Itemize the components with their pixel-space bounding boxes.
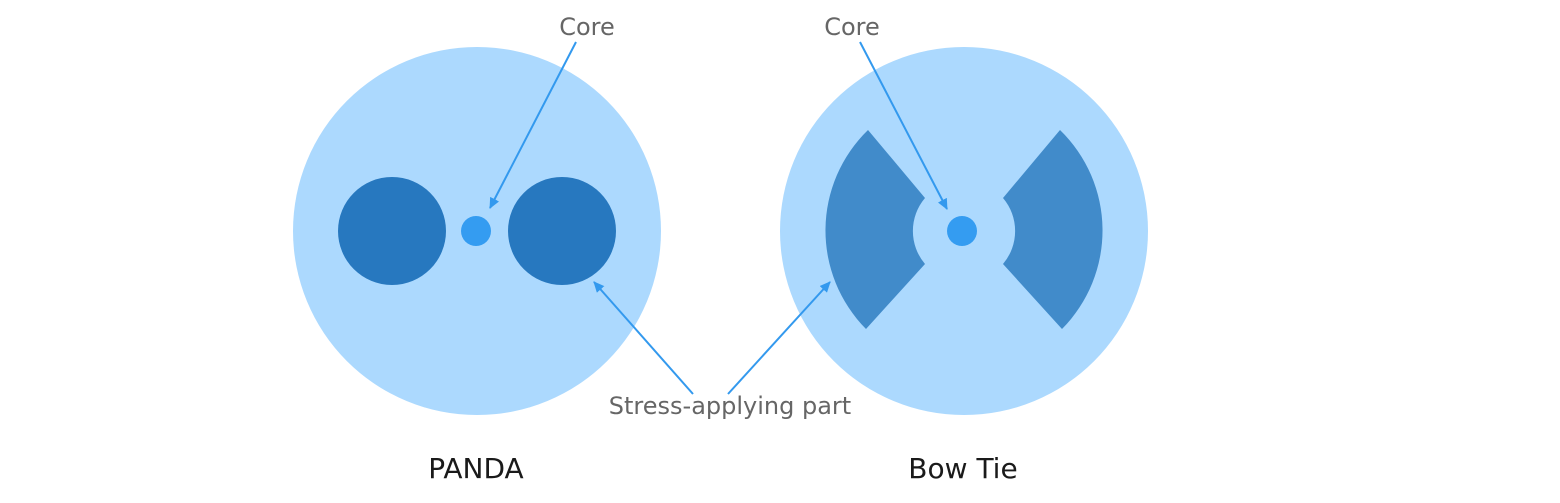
stress-arrow-right	[727, 281, 831, 395]
core-label-left: Core	[559, 13, 615, 41]
bowtie-fiber	[780, 47, 1148, 415]
stress-applying-part-label: Stress-applying part	[609, 392, 851, 420]
stress-arrow-left	[593, 281, 694, 395]
core-arrow-left	[489, 41, 577, 209]
panda-fiber	[293, 47, 661, 415]
panda-core	[461, 216, 491, 246]
panda-stress-rod-right	[508, 177, 616, 285]
bowtie-core	[947, 216, 977, 246]
panda-title: PANDA	[428, 452, 523, 485]
panda-stress-rod-left	[338, 177, 446, 285]
core-arrow-right	[859, 41, 948, 210]
bowtie-stress-region-right	[1003, 130, 1103, 329]
core-label-right: Core	[824, 13, 880, 41]
bowtie-title: Bow Tie	[908, 452, 1017, 485]
bowtie-stress-region-left	[825, 130, 925, 329]
